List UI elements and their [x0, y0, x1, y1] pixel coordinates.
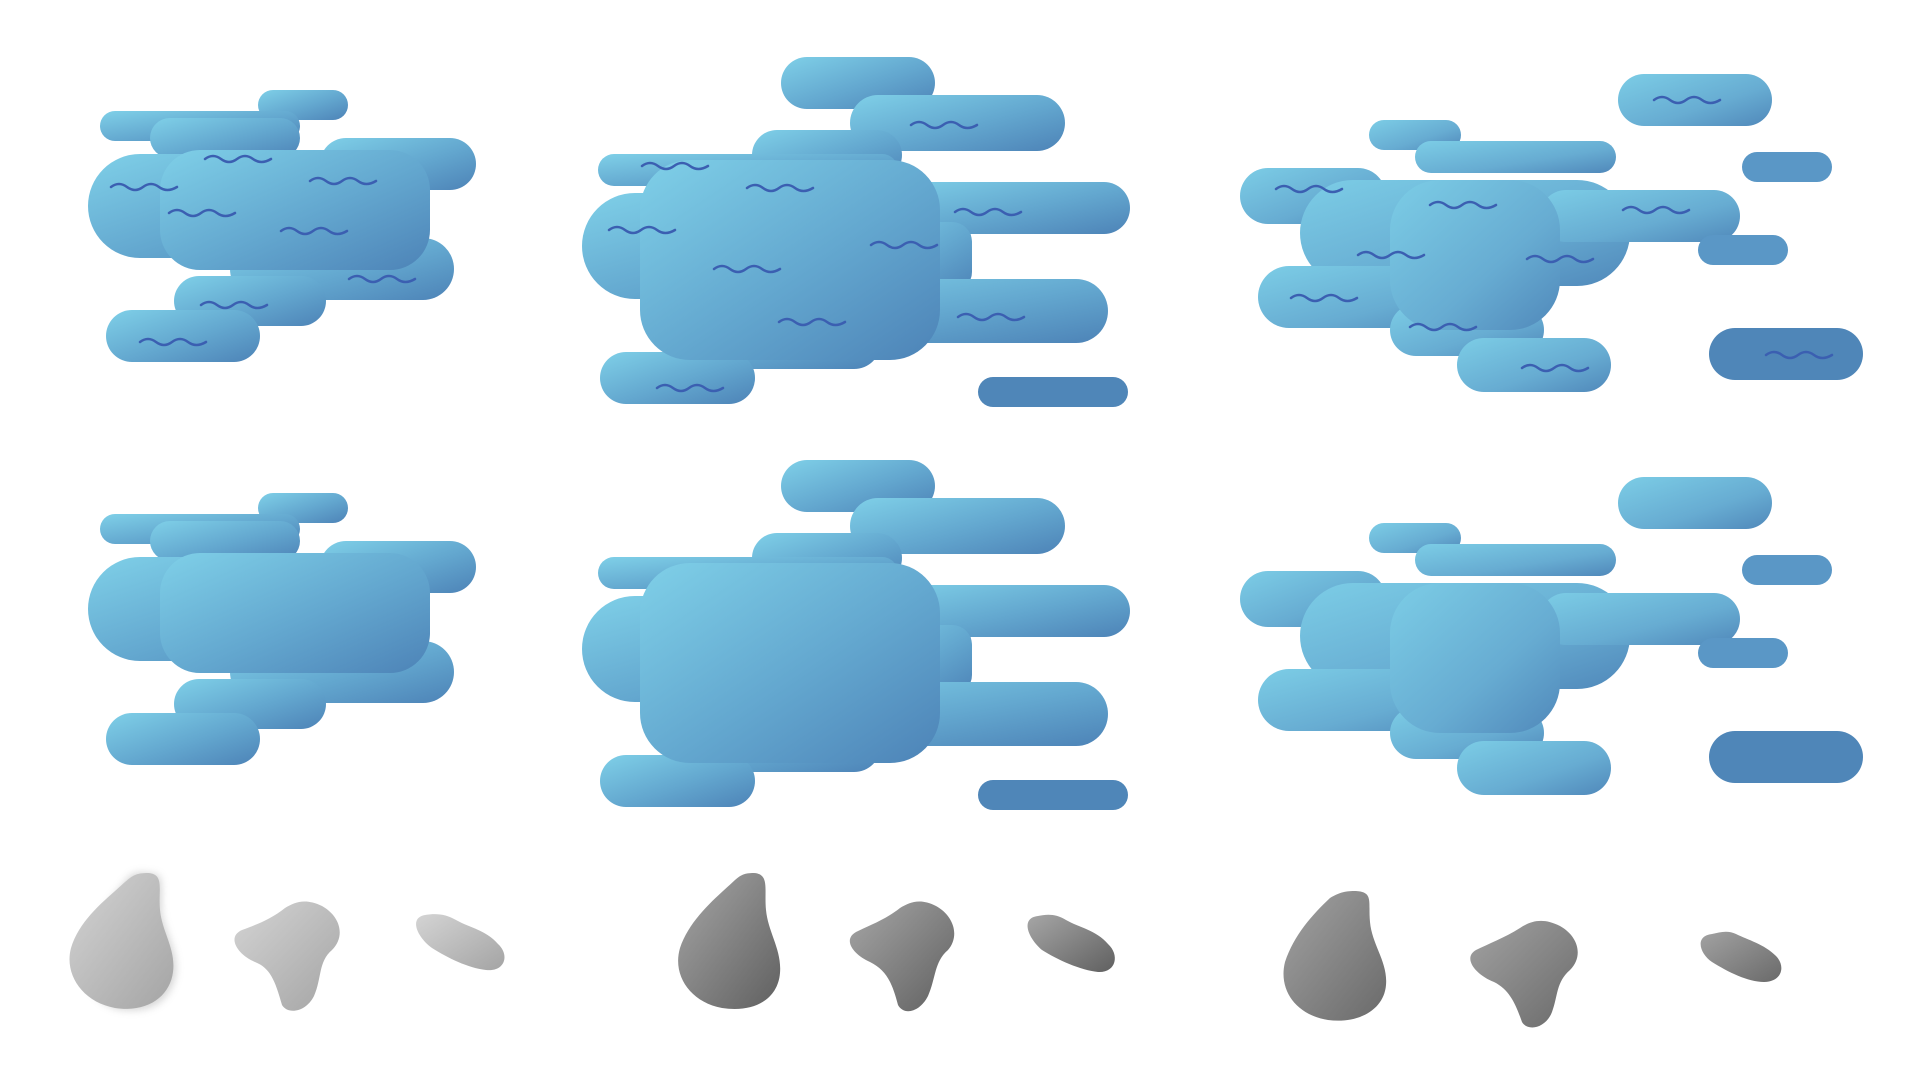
- rock-set-dark: [1283, 891, 1782, 1028]
- rock-large-medium: [678, 873, 781, 1009]
- puddle-scattered-plain: [1240, 477, 1863, 795]
- rock-small-light: [416, 914, 505, 971]
- rock-small-dark: [1700, 931, 1782, 982]
- rock-medium-light: [234, 901, 340, 1011]
- puddle-large-rippled: [582, 57, 1130, 407]
- rock-set-medium: [678, 873, 1115, 1012]
- puddle-small-plain: [88, 493, 476, 765]
- rock-large-light: [69, 872, 177, 1011]
- rock-set-light: [69, 872, 505, 1011]
- puddle-large-plain: [582, 460, 1130, 810]
- puddle-scattered-rippled: [1240, 74, 1863, 392]
- rock-small-medium: [1027, 914, 1115, 973]
- puddle-small-rippled: [88, 90, 476, 362]
- rock-medium-medium: [849, 901, 955, 1012]
- rock-medium-dark: [1470, 920, 1578, 1028]
- rock-large-dark: [1283, 891, 1387, 1021]
